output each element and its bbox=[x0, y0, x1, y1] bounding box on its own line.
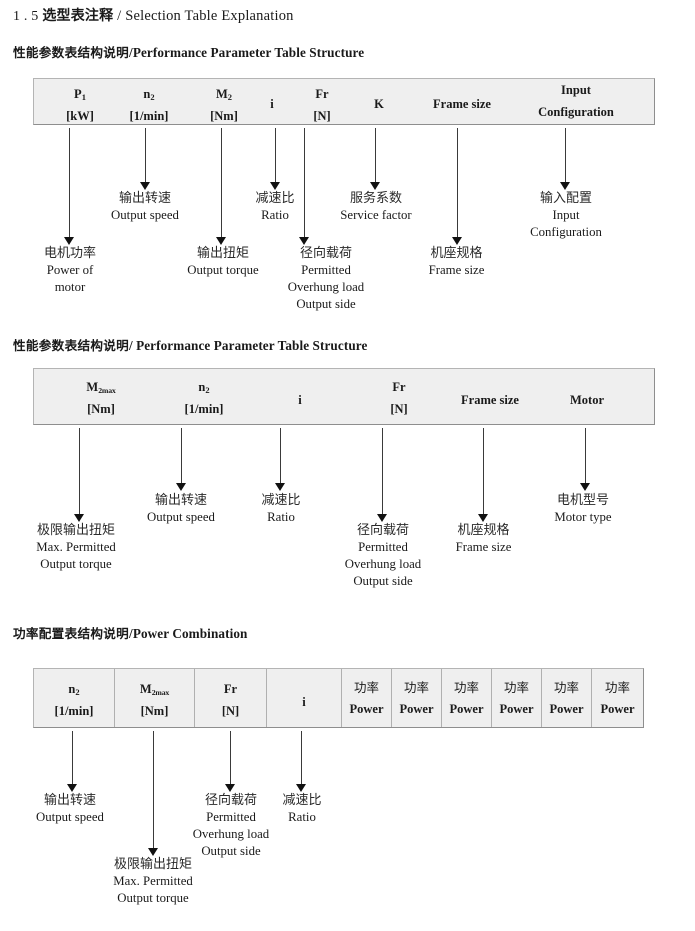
section-3-heading-en: Power Combination bbox=[132, 626, 248, 641]
label-output-speed-3: 输出转速 Output speed bbox=[36, 793, 104, 825]
section-1-heading-sep: / bbox=[129, 45, 133, 60]
table2-col-fr: Fr [N] bbox=[390, 380, 408, 417]
label-ratio-3: 减速比 Ratio bbox=[282, 793, 322, 825]
label-output-speed-2: 输出转速 Output speed bbox=[147, 493, 215, 525]
section-1-heading-cn: 性能参数表结构说明 bbox=[13, 45, 130, 60]
label-ratio-2: 减速比 Ratio bbox=[261, 493, 301, 525]
label-frame-size: 机座规格 Frame size bbox=[428, 246, 485, 278]
table1-col-frame-size: Frame size bbox=[433, 97, 491, 111]
table2-col-frame-size: Frame size bbox=[461, 393, 519, 407]
label-motor-type: 电机型号 Motor type bbox=[554, 493, 612, 525]
label-permitted-overhung-load-2: 径向载荷 Permitted Overhung load Output side bbox=[344, 523, 422, 588]
table1-col-input-configuration: Input Configuration bbox=[538, 83, 614, 120]
section-2-heading-cn: 性能参数表结构说明 bbox=[13, 338, 130, 353]
table2-col-motor: Motor bbox=[569, 393, 604, 407]
label-power-of-motor: 电机功率 Power of motor bbox=[43, 246, 96, 295]
performance-parameter-table-1: P1 [kW] n2 [1/min] M2 [Nm] i Fr [N] K Fr… bbox=[33, 78, 655, 125]
table3-col-n2: n2 [1/min] bbox=[54, 682, 94, 719]
table3-col-power-6: 功率 Power bbox=[600, 680, 635, 717]
table1-col-i: i bbox=[270, 97, 274, 111]
table3-col-m2max: M2max [Nm] bbox=[139, 682, 170, 719]
table3-col-power-2: 功率 Power bbox=[399, 680, 434, 717]
table3-col-power-3: 功率 Power bbox=[449, 680, 484, 717]
label-max-permitted-output-torque: 极限输出扭矩 Max. Permitted Output torque bbox=[36, 523, 116, 572]
page-title-en: Selection Table Explanation bbox=[125, 8, 294, 24]
table1-col-p1: P1 [kW] bbox=[66, 87, 94, 124]
label-max-permitted-output-torque-3: 极限输出扭矩 Max. Permitted Output torque bbox=[113, 857, 193, 906]
table1-col-fr: Fr [N] bbox=[313, 87, 331, 124]
performance-parameter-table-2: M2max [Nm] n2 [1/min] i Fr [N] Frame siz… bbox=[33, 368, 655, 425]
section-3-heading: 功率配置表结构说明/Power Combination bbox=[13, 623, 247, 642]
table1-col-k: K bbox=[374, 97, 384, 111]
section-3-heading-cn: 功率配置表结构说明 bbox=[13, 626, 130, 641]
page-title-separator: / bbox=[117, 8, 122, 24]
table1-col-n2: n2 [1/min] bbox=[129, 87, 169, 124]
table3-col-power-4: 功率 Power bbox=[499, 680, 534, 717]
section-3-heading-sep: / bbox=[129, 626, 133, 641]
label-service-factor: 服务系数 Service factor bbox=[340, 191, 412, 223]
section-1-heading-en: Performance Parameter Table Structure bbox=[132, 45, 365, 60]
power-combination-table: n2 [1/min] M2max [Nm] Fr [N] i 功率 Power … bbox=[33, 668, 644, 728]
page-title: 1 . 5 选型表注释 / Selection Table Explanatio… bbox=[13, 5, 294, 25]
label-permitted-overhung-load-3: 径向载荷 Permitted Overhung load Output side bbox=[192, 793, 270, 858]
label-output-torque: 输出扭矩 Output torque bbox=[187, 246, 259, 278]
section-2-heading: 性能参数表结构说明/ Performance Parameter Table S… bbox=[13, 335, 367, 354]
table3-col-power-1: 功率 Power bbox=[349, 680, 384, 717]
label-input-configuration: 输入配置 Input Configuration bbox=[530, 191, 602, 240]
section-1-heading: 性能参数表结构说明/Performance Parameter Table St… bbox=[13, 42, 364, 61]
table2-col-m2max: M2max [Nm] bbox=[86, 380, 116, 417]
label-ratio: 减速比 Ratio bbox=[255, 191, 295, 223]
table3-col-fr: Fr [N] bbox=[221, 682, 240, 719]
table3-col-power-5: 功率 Power bbox=[549, 680, 584, 717]
section-2-heading-sep: / bbox=[129, 338, 133, 353]
label-permitted-overhung-load: 径向载荷 Permitted Overhung load Output side bbox=[287, 246, 365, 311]
table1-col-m2: M2 [Nm] bbox=[210, 87, 238, 124]
section-2-heading-en: Performance Parameter Table Structure bbox=[136, 338, 368, 353]
section-number: 1 . 5 bbox=[13, 9, 39, 24]
table2-col-i: i bbox=[298, 393, 302, 407]
label-output-speed: 输出转速 Output speed bbox=[111, 191, 179, 223]
table2-col-n2: n2 [1/min] bbox=[184, 380, 224, 417]
table3-col-i: i bbox=[302, 695, 306, 709]
label-frame-size-2: 机座规格 Frame size bbox=[455, 523, 512, 555]
page-title-cn: 选型表注释 bbox=[42, 8, 114, 24]
